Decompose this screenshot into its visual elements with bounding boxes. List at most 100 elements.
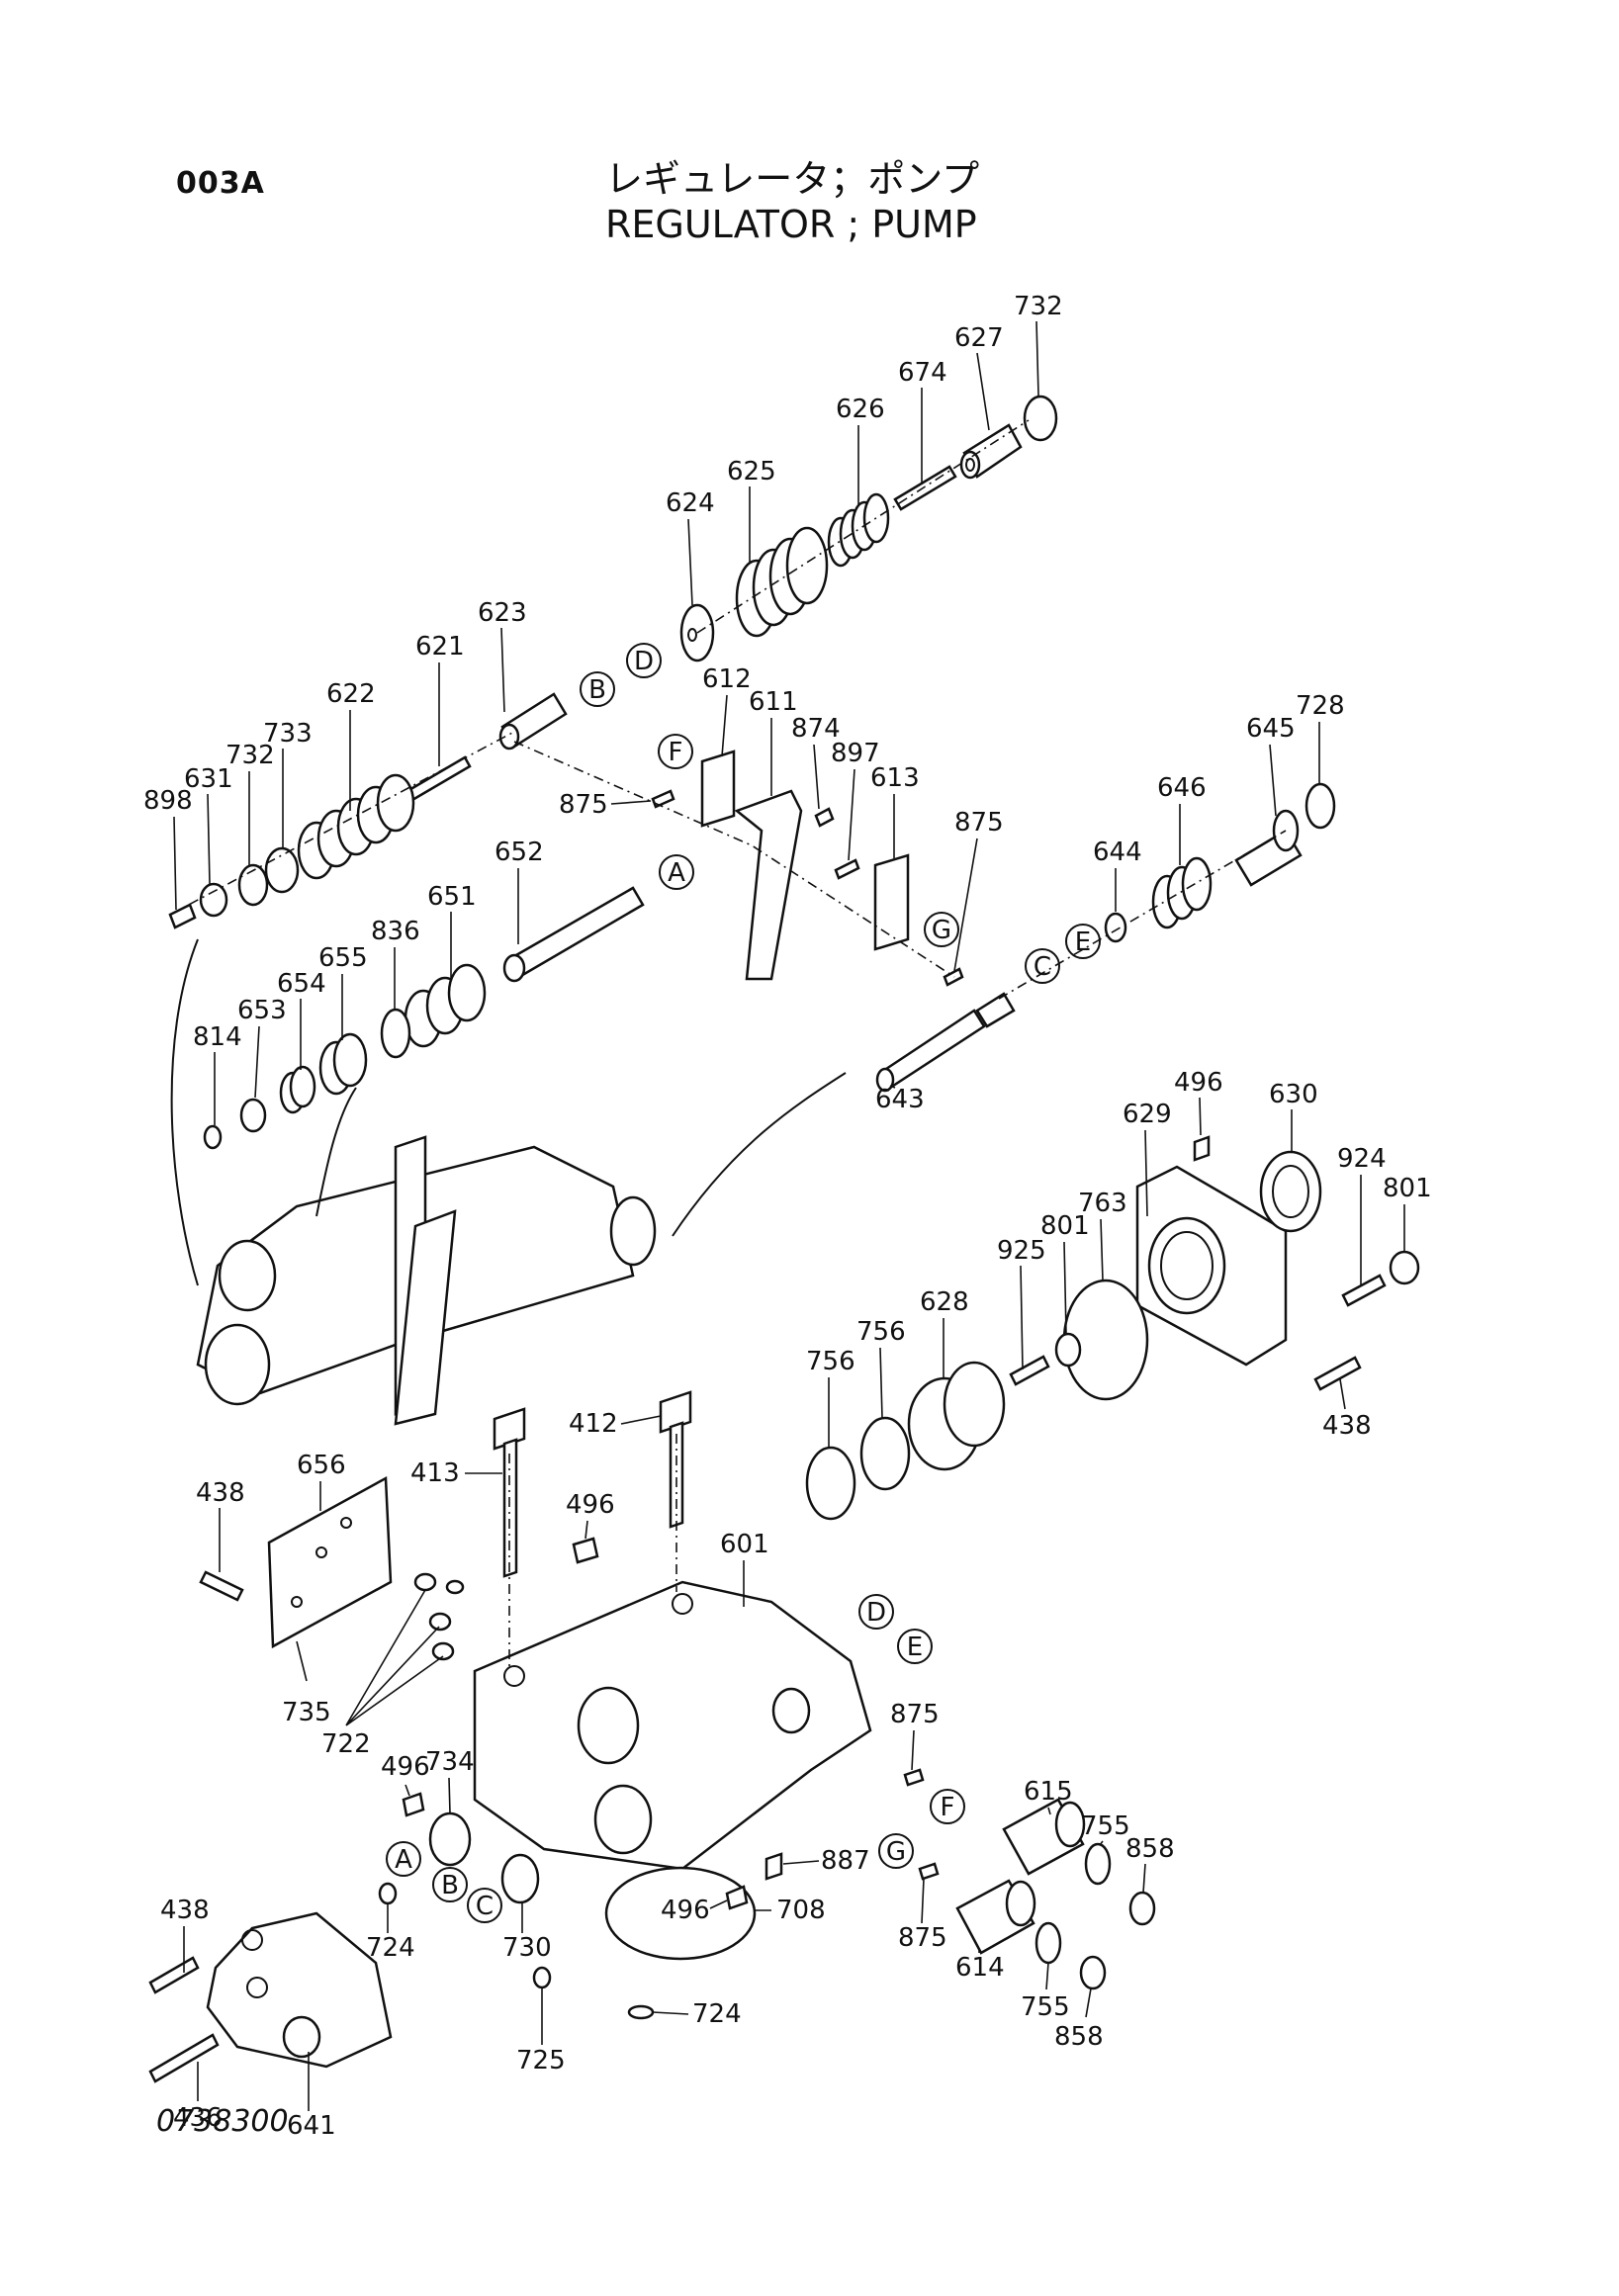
pin-875-right <box>943 967 964 987</box>
svg-text:C: C <box>1034 952 1051 982</box>
label-734: 734 <box>425 1747 475 1777</box>
label-646: 646 <box>1157 773 1207 803</box>
plug-496-top <box>1193 1135 1211 1162</box>
ref-circle-C-upper: C <box>1025 948 1060 984</box>
screw-924 <box>1341 1274 1387 1307</box>
spring-646 <box>1151 856 1213 929</box>
label-897: 897 <box>831 739 880 768</box>
svg-text:E: E <box>1075 927 1091 957</box>
label-612: 612 <box>702 664 752 694</box>
svg-text:F: F <box>669 738 683 767</box>
axis-line-lever <box>513 741 955 978</box>
ring-814 <box>203 1124 223 1150</box>
label-438-bottom: 438 <box>160 1896 210 1925</box>
svg-text:E: E <box>907 1633 923 1662</box>
spool-622 <box>297 773 415 880</box>
label-654: 654 <box>277 969 326 999</box>
screw-436 <box>148 2033 220 2083</box>
label-496-left: 496 <box>381 1752 430 1782</box>
label-801-left: 801 <box>1040 1211 1090 1241</box>
label-756-right: 756 <box>856 1317 906 1347</box>
label-624: 624 <box>666 488 715 518</box>
label-875-upper: 875 <box>559 790 608 820</box>
label-611: 611 <box>749 687 798 717</box>
ref-circle-G-lower: G <box>878 1833 914 1869</box>
plug-645 <box>1234 809 1303 887</box>
label-621: 621 <box>415 632 465 662</box>
label-924: 924 <box>1337 1144 1387 1174</box>
pin-897 <box>834 858 860 880</box>
washer-653 <box>239 1098 267 1133</box>
plug-496-mid <box>572 1537 599 1564</box>
plate-612 <box>700 750 736 828</box>
cover-629 <box>1135 1165 1288 1367</box>
bolt-412 <box>659 1390 692 1529</box>
plug-496-bottom <box>725 1885 749 1910</box>
nut-630 <box>1259 1150 1322 1233</box>
spring-626 <box>827 492 890 568</box>
label-496-mid: 496 <box>566 1490 615 1520</box>
label-814: 814 <box>193 1022 242 1052</box>
label-875-right: 875 <box>954 808 1004 838</box>
label-615: 615 <box>1024 1777 1073 1807</box>
label-625: 625 <box>727 457 776 486</box>
ring-755-upper <box>1084 1842 1112 1886</box>
sleeve-614 <box>955 1879 1036 1955</box>
plate-613 <box>873 853 910 951</box>
pin-875-upper <box>651 789 675 809</box>
pin-875-lower <box>918 1862 940 1881</box>
label-436: 436 <box>173 2103 223 2133</box>
label-630: 630 <box>1269 1080 1318 1109</box>
nut-801-left <box>1054 1332 1082 1368</box>
spool-652 <box>502 886 645 983</box>
ring-858-lower <box>1079 1955 1107 1990</box>
svg-text:C: C <box>476 1892 494 1921</box>
label-631: 631 <box>184 764 233 794</box>
ref-circle-D-upper: D <box>626 643 662 678</box>
label-651: 651 <box>427 882 477 912</box>
plug-627 <box>959 423 1023 480</box>
label-724-bottom: 724 <box>692 1999 742 2029</box>
ref-circle-G-upper: G <box>924 912 959 947</box>
label-925: 925 <box>997 1236 1046 1266</box>
svg-text:D: D <box>634 647 654 676</box>
label-858-lower: 858 <box>1054 2022 1104 2052</box>
ref-circle-E-lower: E <box>897 1629 933 1664</box>
label-641: 641 <box>287 2111 336 2141</box>
body-601 <box>473 1580 872 1871</box>
svg-text:G: G <box>886 1837 906 1867</box>
title-japanese: レギュレータ；ポンプ <box>605 157 980 201</box>
label-725: 725 <box>516 2046 566 2075</box>
label-874: 874 <box>791 714 841 744</box>
ring-858-upper <box>1128 1891 1156 1926</box>
label-622: 622 <box>326 679 376 709</box>
pin-875-body <box>903 1768 925 1787</box>
label-629: 629 <box>1123 1100 1172 1129</box>
label-756-left: 756 <box>806 1347 855 1376</box>
svg-text:B: B <box>588 675 606 705</box>
label-653: 653 <box>237 996 287 1025</box>
axis-line-upper <box>696 419 1030 634</box>
label-628: 628 <box>920 1287 969 1317</box>
svg-text:G: G <box>932 916 951 945</box>
sleeve-628 <box>907 1361 1006 1471</box>
spring-654 <box>279 1065 316 1114</box>
label-623: 623 <box>478 598 527 628</box>
nut-801-right <box>1389 1250 1420 1285</box>
label-836: 836 <box>371 917 420 946</box>
screw-438-left <box>199 1570 244 1602</box>
label-875-body: 875 <box>890 1700 940 1729</box>
ring-836 <box>380 1008 411 1059</box>
svg-text:D: D <box>866 1598 886 1628</box>
ref-circle-B-upper: B <box>580 671 615 707</box>
label-626: 626 <box>836 395 885 424</box>
ring-732-left <box>237 863 269 907</box>
label-412: 412 <box>569 1409 618 1439</box>
bolt-413 <box>493 1407 526 1578</box>
sleeve-615 <box>1002 1798 1086 1876</box>
washer-631 <box>199 882 228 918</box>
oring-756-left <box>805 1446 856 1521</box>
label-858-upper: 858 <box>1125 1834 1175 1864</box>
label-644: 644 <box>1093 838 1142 867</box>
label-613: 613 <box>870 763 920 793</box>
